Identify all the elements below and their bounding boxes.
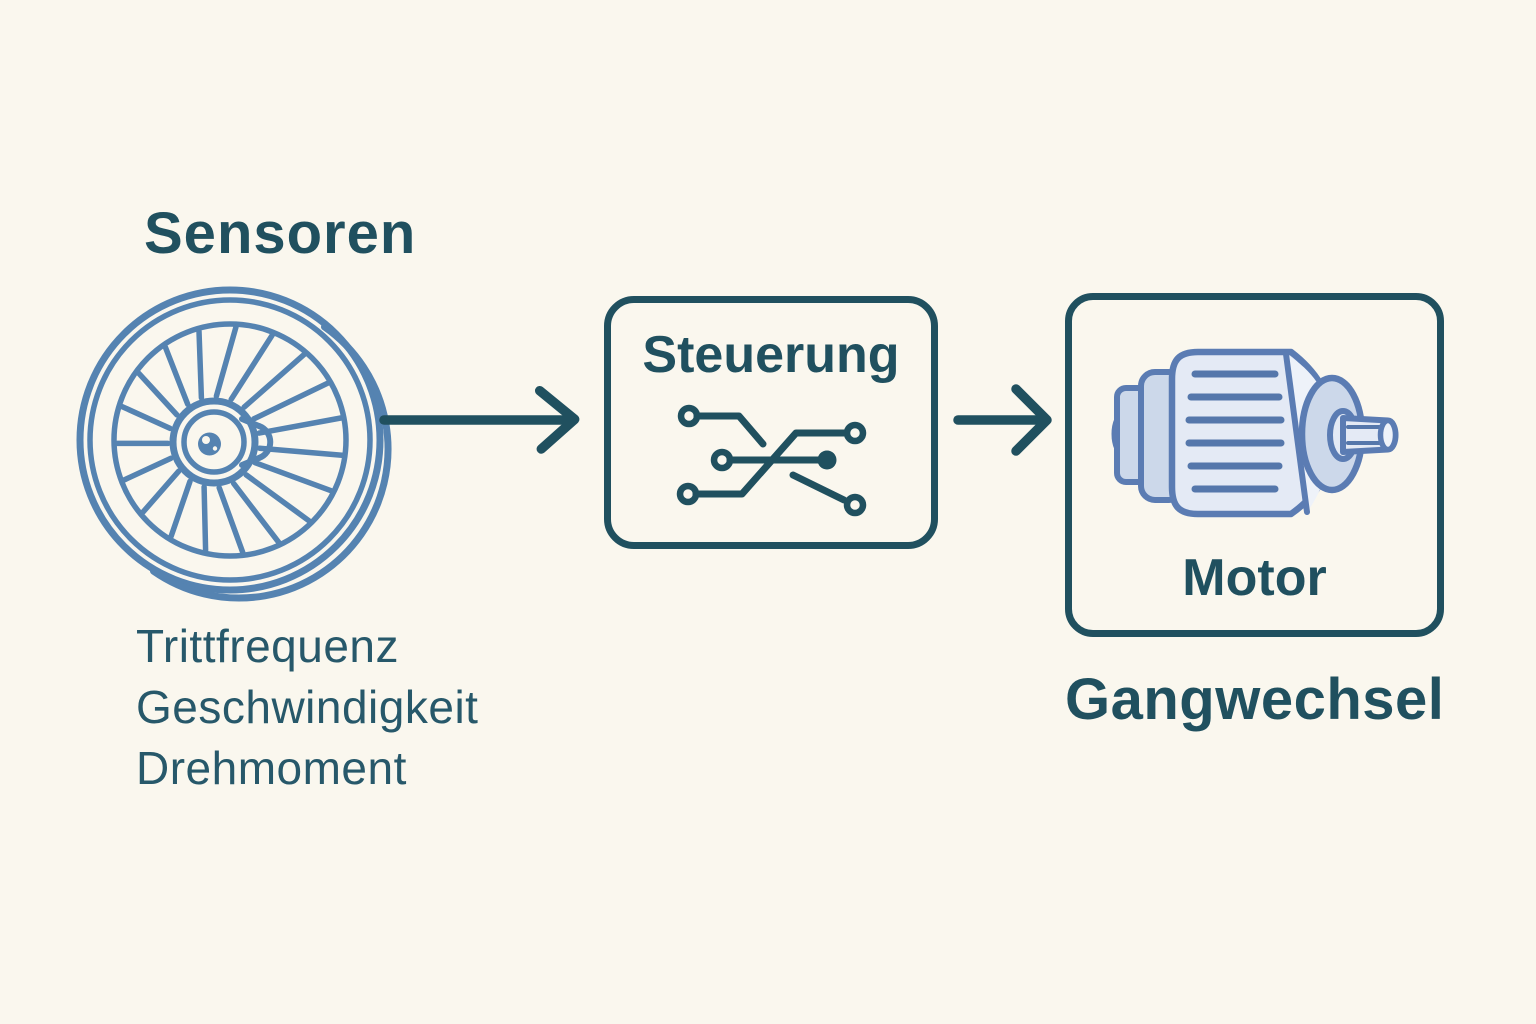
controller-box: Steuerung — [604, 296, 938, 549]
arrow-right-icon — [953, 384, 1052, 456]
sensors-title: Sensoren — [144, 201, 417, 266]
motor-box: Motor — [1065, 293, 1444, 637]
circuit-traces-icon — [676, 404, 867, 517]
wheel-spokes — [114, 324, 345, 556]
sensor-item: Geschwindigkeit — [136, 681, 479, 733]
arrow-right-icon — [379, 385, 580, 454]
motor-label: Motor — [1182, 549, 1327, 607]
sensor-item: Trittfrequenz — [136, 620, 400, 672]
sensor-list: Trittfrequenz Geschwindigkeit Drehmoment — [136, 616, 478, 799]
sensor-item: Drehmoment — [136, 742, 407, 794]
motor-fins — [1185, 370, 1285, 493]
output-caption: Gangwechsel — [1065, 667, 1445, 732]
controller-label: Steuerung — [642, 326, 900, 384]
electric-motor-icon — [1111, 348, 1399, 518]
bicycle-wheel-icon — [76, 286, 392, 602]
